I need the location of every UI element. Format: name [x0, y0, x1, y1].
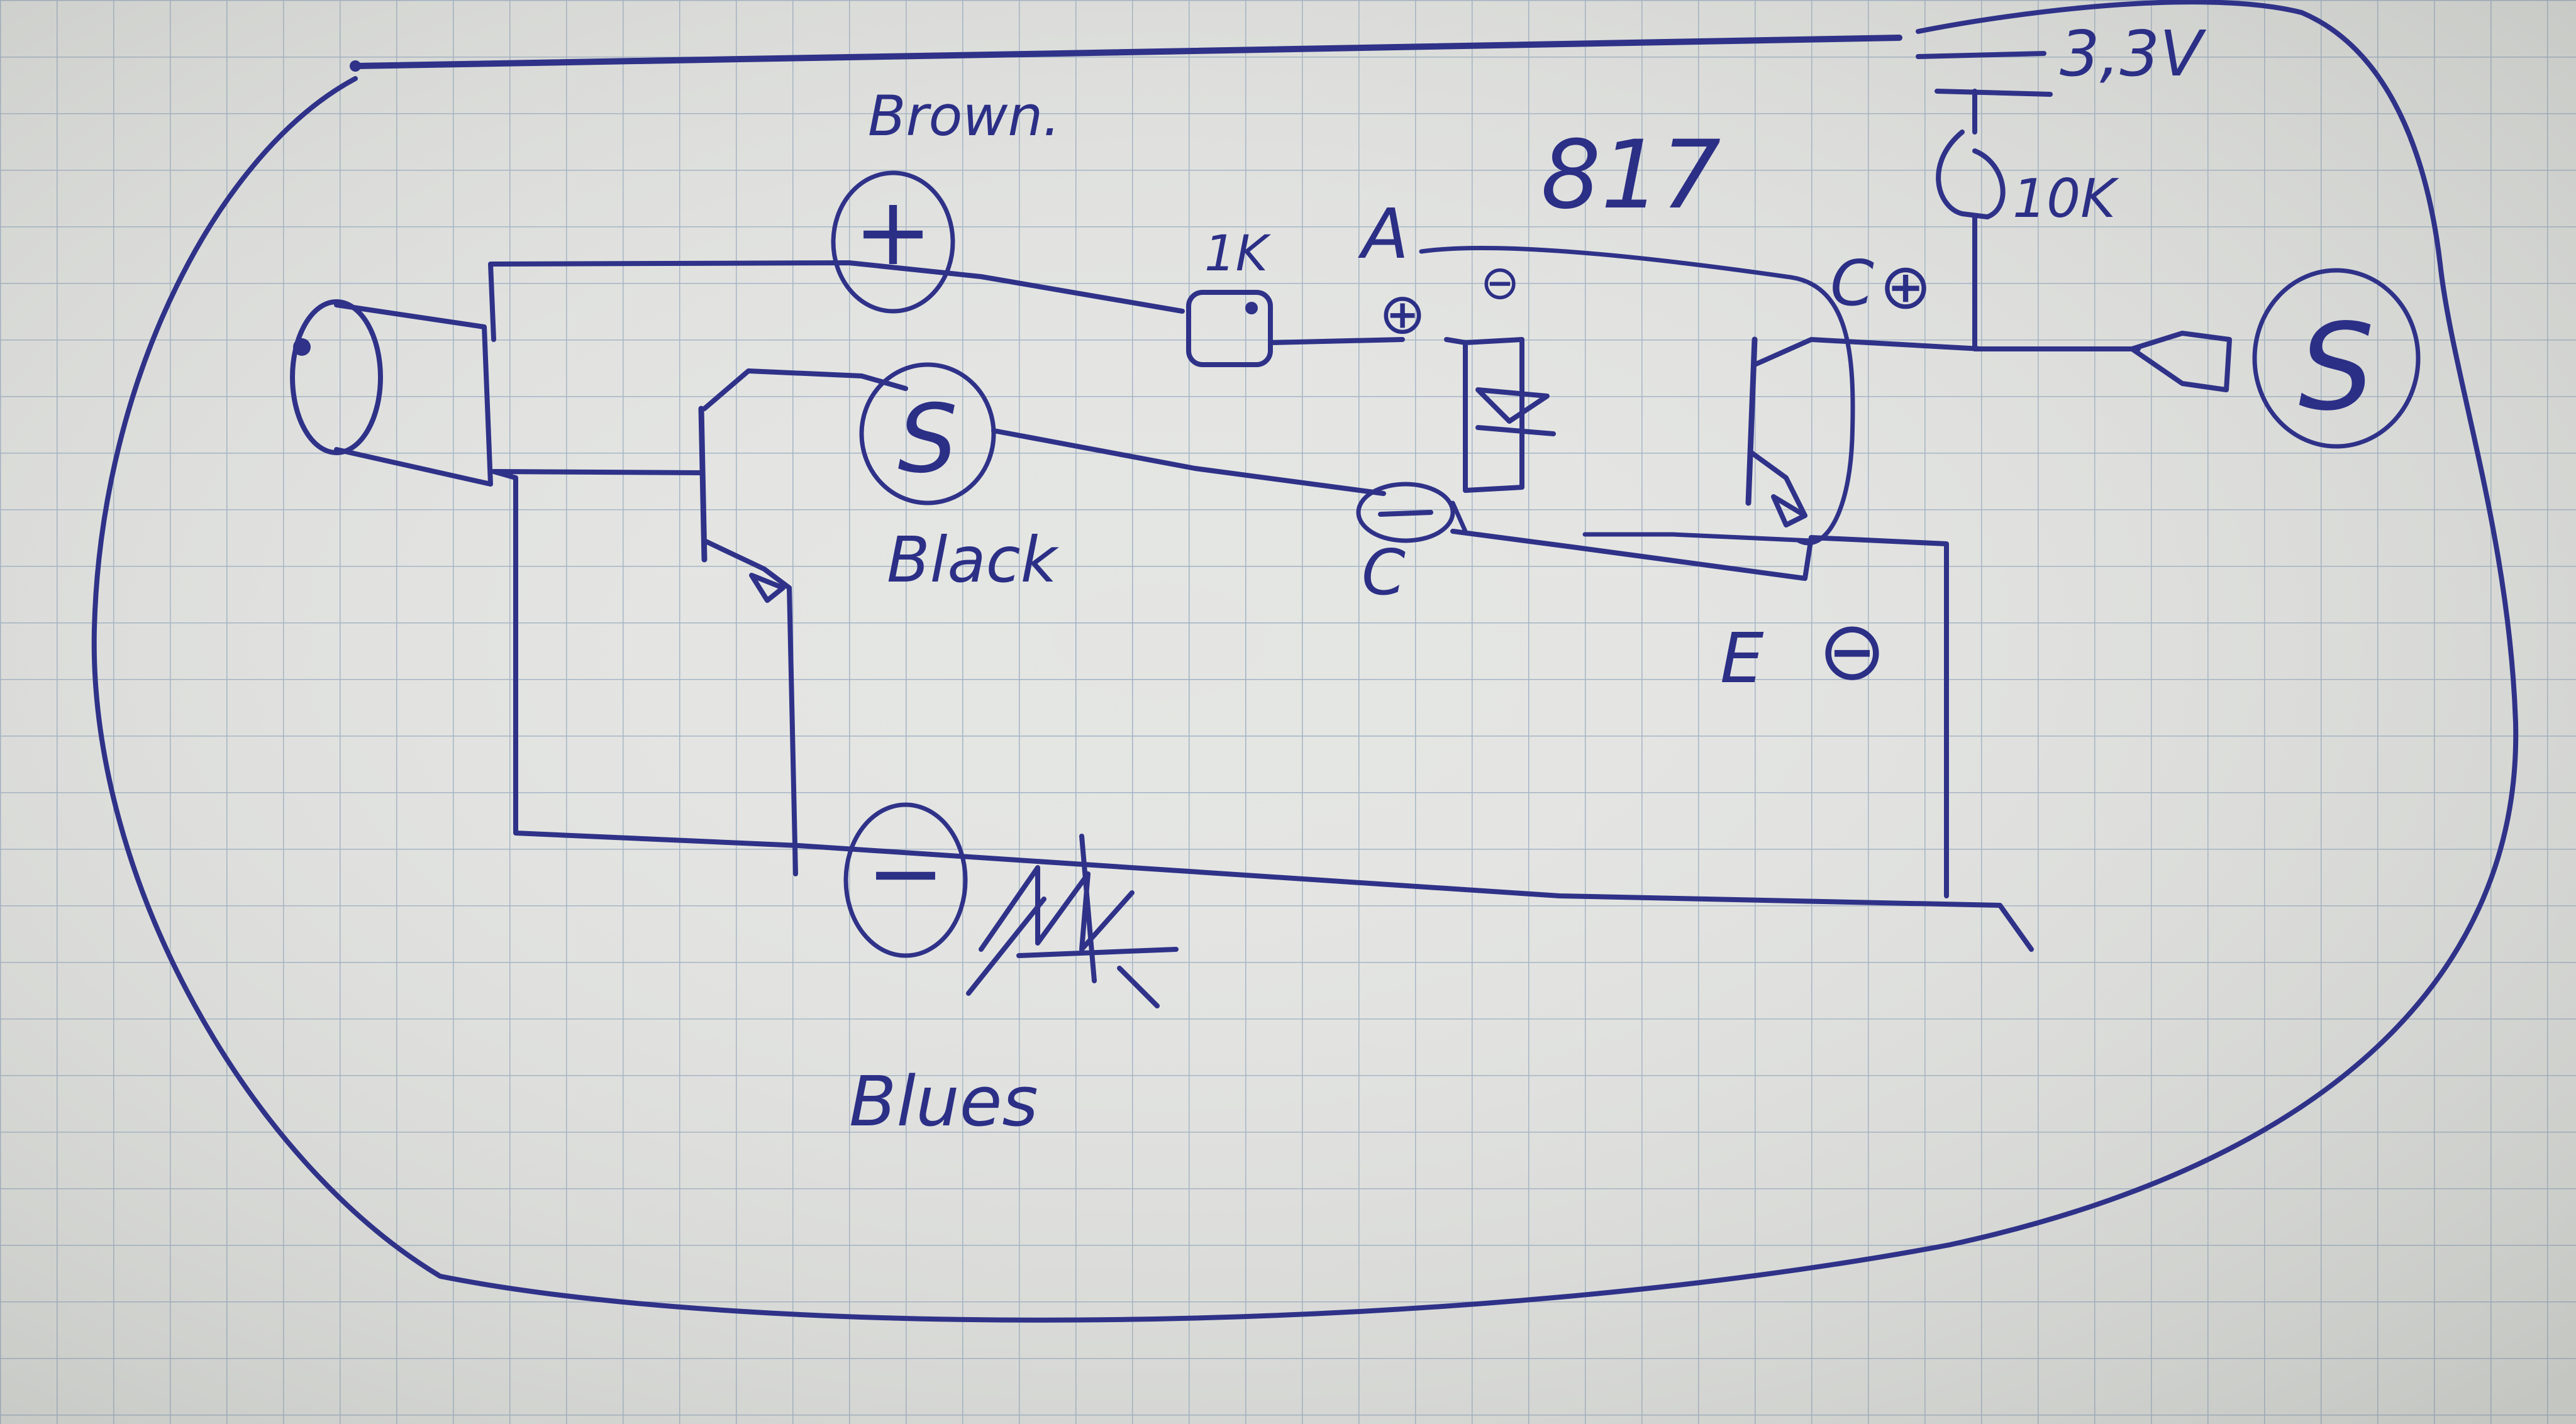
resistor-to-anode-wire: [1268, 337, 1405, 345]
cathode-to-emitter-wire: [1450, 529, 1814, 581]
brown-wire: [488, 260, 1185, 342]
label-resistor-1k: 1K: [1204, 226, 1272, 282]
label-black: Black: [887, 523, 1060, 597]
top-wire: [352, 35, 1902, 69]
anode-plus-symbol: ⊕: [1379, 281, 1426, 347]
black-switch-symbol: S: [897, 385, 957, 494]
label-collector: C: [1830, 246, 1874, 320]
resistor-10k: [1936, 130, 2006, 219]
black-to-cathode-wire: [991, 428, 1386, 496]
label-anode: A: [1358, 194, 1409, 274]
emitter-ground-wire: [1809, 535, 1949, 898]
connector-plug: [290, 299, 493, 487]
label-brown: Brown.: [868, 84, 1060, 148]
label-supply-voltage: 3,3V: [2060, 17, 2207, 91]
black-terminal: S: [859, 362, 996, 505]
output-connector: [2129, 331, 2232, 392]
label-blues: Blues: [849, 1061, 1038, 1142]
optocoupler-led: [1444, 337, 1556, 493]
optocoupler-phototransistor: [1745, 336, 1984, 527]
label-optocoupler-817: 817: [1541, 121, 1721, 230]
label-cathode: C: [1362, 536, 1406, 609]
cathode-pin: [1356, 482, 1455, 543]
ground-wire: [491, 469, 2034, 952]
brown-terminal: +: [831, 170, 955, 314]
brown-plus-symbol: +: [853, 177, 933, 287]
optocoupler-outline: [1419, 246, 1855, 546]
outer-loop-wire: [91, 0, 2519, 1323]
pullup-wire: [1972, 214, 2141, 351]
label-emitter: E: [1720, 618, 1764, 698]
signal-switch-symbol: S: [2299, 298, 2375, 437]
pin-dot-symbol: ⊖: [1480, 255, 1520, 310]
blues-terminal: −: [843, 802, 968, 958]
resistor-1k: [1186, 290, 1273, 367]
scribble-mark: [966, 834, 1179, 1008]
cathode-minus-stroke: [1378, 510, 1433, 517]
supply-bar: [1916, 51, 2053, 135]
label-resistor-10k: 10K: [2012, 168, 2119, 230]
signal-terminal: S: [2252, 268, 2421, 449]
blues-minus-symbol: −: [866, 819, 945, 928]
wire-end-dot: [350, 60, 361, 72]
collector-plus-symbol: ⊕: [1879, 250, 1932, 323]
emitter-minus-symbol: ⊖: [1818, 603, 1887, 698]
